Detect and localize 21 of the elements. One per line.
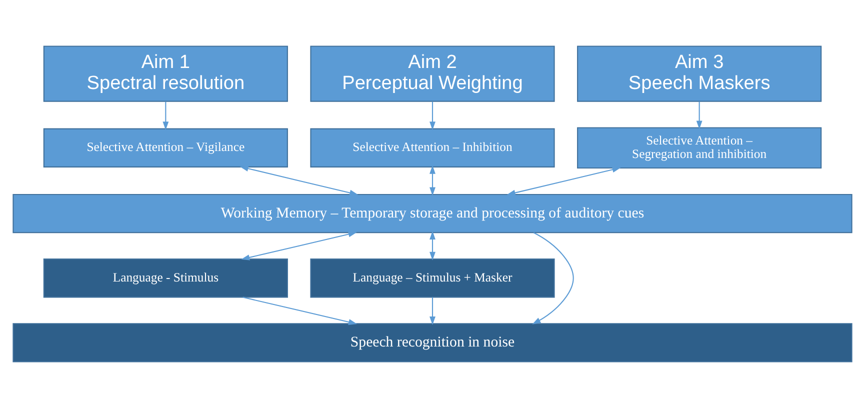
arrow — [430, 164, 436, 196]
node-box: Selective Attention – Vigilance — [43, 128, 288, 167]
arrow — [430, 296, 436, 324]
node-box: Aim 1 Spectral resolution — [43, 45, 288, 102]
arrow — [532, 232, 574, 324]
arrow — [241, 230, 357, 260]
node-box: Selective Attention – Inhibition — [310, 128, 555, 167]
node-box: Speech recognition in noise — [12, 322, 852, 362]
arrow — [430, 101, 436, 130]
arrow — [696, 101, 702, 129]
node-box: Language – Stimulus + Masker — [310, 258, 555, 298]
node-box: Language - Stimulus — [43, 258, 288, 298]
node-box: Aim 3 Speech Maskers — [577, 45, 822, 102]
arrow — [506, 166, 621, 196]
arrow — [242, 296, 358, 324]
arrow — [240, 165, 358, 196]
arrow — [430, 230, 436, 260]
node-box: Selective Attention – Segregation and inhibition — [577, 126, 822, 168]
arrow — [162, 101, 169, 130]
node-box: Working Memory – Temporary storage and processing of auditory cues — [12, 193, 852, 233]
node-box: Aim 2 Perceptual Weighting — [310, 45, 555, 102]
